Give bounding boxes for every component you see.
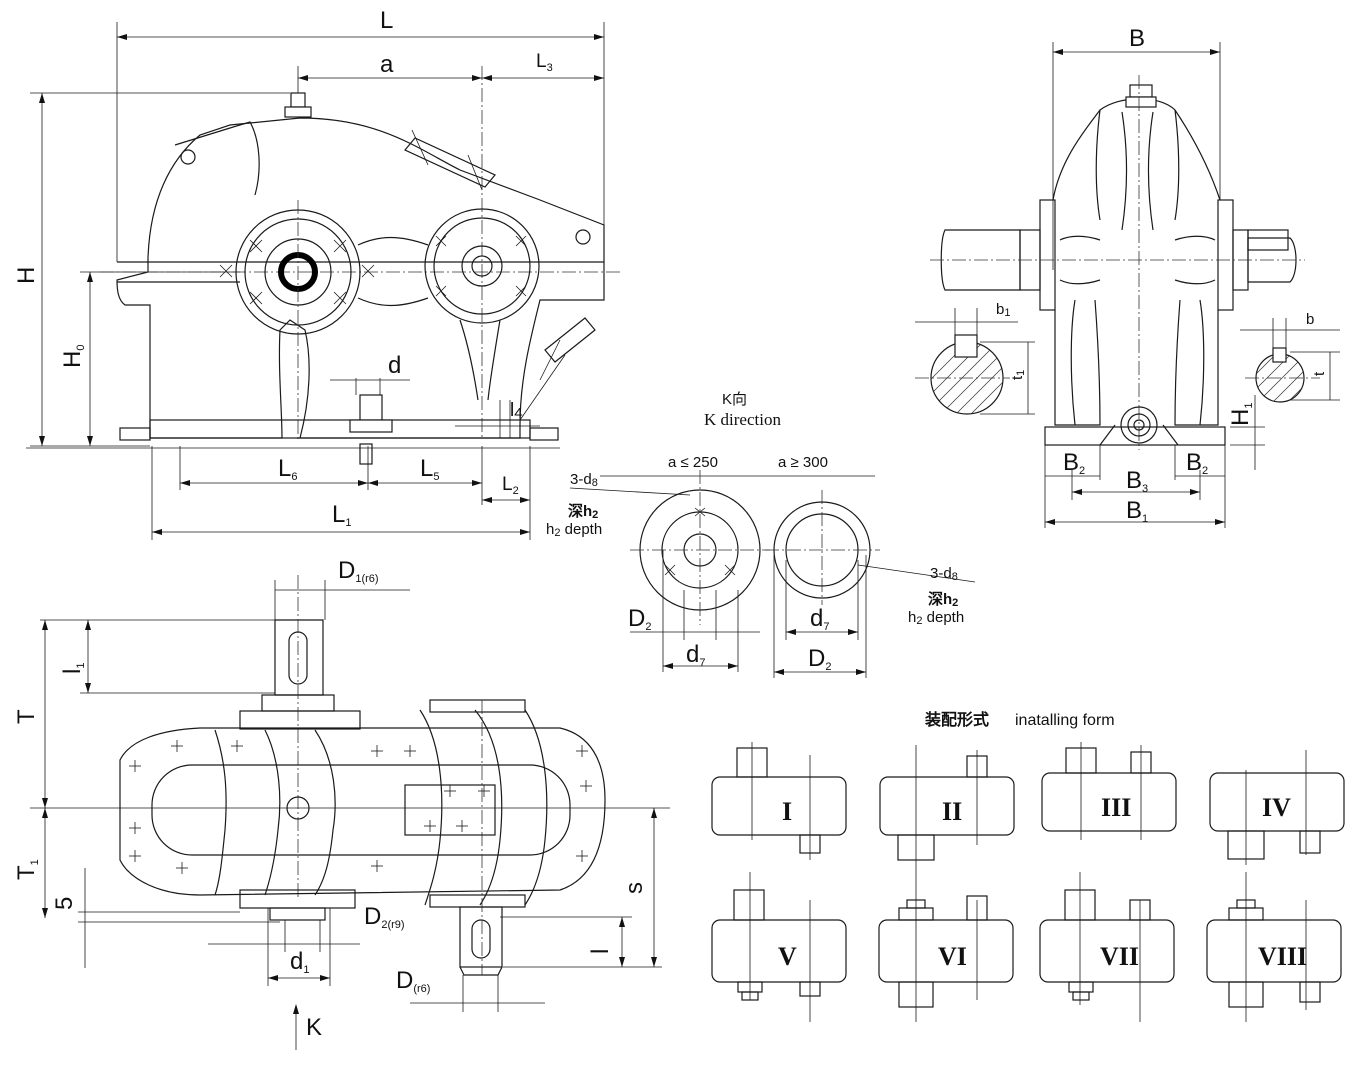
form-II: II <box>879 745 1015 865</box>
label-left-depth-cn: 深h2 <box>568 502 598 521</box>
label-right-depth-cn: 深h2 <box>928 590 958 609</box>
label-K: K <box>306 1014 322 1041</box>
form-VIII: VIII <box>1206 872 1342 1022</box>
label-L: L <box>380 7 393 34</box>
label-d: d <box>388 352 401 379</box>
installing-forms-heading-en: inatalling form <box>1015 712 1115 729</box>
front-view: L a L3 H H0 d l4 L6 L5 L2 L1 <box>13 7 620 540</box>
label-D1: D1(r6) <box>338 557 379 585</box>
k-direction-title-cn: K向 <box>722 391 747 408</box>
label-L3: L3 <box>536 51 553 74</box>
label-L5: L5 <box>420 455 439 483</box>
top-view: D1(r6) l1 T T1 5 D2(r9) d1 s l D(r6) K <box>13 557 670 1050</box>
label-L2: L2 <box>502 474 519 497</box>
form-label-I: I <box>782 797 792 826</box>
form-label-VII: VII <box>1100 942 1139 971</box>
case-a-le-250: a ≤ 250 <box>668 454 718 471</box>
form-label-II: II <box>942 797 962 826</box>
label-right-depth-en: h2 depth <box>908 609 964 627</box>
label-l1: l1 <box>59 663 87 674</box>
label-d1: d1 <box>290 948 309 976</box>
label-D-r6: D(r6) <box>396 967 430 995</box>
label-a: a <box>380 51 394 78</box>
label-d7-right: d7 <box>810 605 829 633</box>
label-l4: l4 <box>510 400 523 422</box>
label-B3: B3 <box>1126 467 1148 495</box>
form-label-III: III <box>1101 793 1131 822</box>
label-s: s <box>621 882 648 894</box>
installing-forms-heading-cn: 装配形式 <box>924 710 989 729</box>
label-B2-right: B2 <box>1186 449 1208 477</box>
k-direction-view: K向 K direction a ≤ 250 a ≥ 300 <box>546 391 976 678</box>
form-label-VI: VI <box>938 942 967 971</box>
label-D2-right: D2 <box>808 645 831 673</box>
label-left-holes: 3-d8 <box>570 471 598 489</box>
label-d7-left: d7 <box>686 641 705 669</box>
label-D2r9: D2(r9) <box>364 903 405 931</box>
case-a-ge-300: a ≥ 300 <box>778 454 828 471</box>
form-III: III <box>1041 742 1177 840</box>
form-V: V <box>711 872 847 1022</box>
label-L6: L6 <box>278 455 297 483</box>
label-T: T <box>13 709 40 724</box>
form-I: I <box>711 742 847 860</box>
label-H0: H0 <box>59 345 87 368</box>
label-left-depth-en: h2 depth <box>546 521 602 539</box>
label-B1: B1 <box>1126 497 1148 525</box>
label-t: t <box>1311 371 1328 376</box>
label-L1: L1 <box>332 501 351 529</box>
form-IV: IV <box>1209 750 1345 865</box>
form-VI: VI <box>878 865 1014 1022</box>
label-t1: t1 <box>1009 370 1027 380</box>
label-D2-left: D2 <box>628 605 651 633</box>
label-T1: T1 <box>13 859 41 880</box>
label-B2-left: B2 <box>1063 449 1085 477</box>
form-label-IV: IV <box>1262 793 1291 822</box>
installing-forms: 装配形式 inatalling form I II III <box>711 710 1345 1022</box>
label-H1: H1 <box>1227 403 1255 426</box>
label-H: H <box>13 267 40 284</box>
label-b1: b1 <box>996 301 1010 319</box>
form-label-V: V <box>778 942 797 971</box>
side-view: B b1 b t1 t H1 B2 B2 B3 B1 <box>915 25 1340 528</box>
label-5: 5 <box>51 897 78 910</box>
label-b: b <box>1306 311 1314 328</box>
label-B: B <box>1129 25 1145 52</box>
form-label-VIII: VIII <box>1258 942 1307 971</box>
label-right-holes: 3-d8 <box>930 565 958 583</box>
form-VII: VII <box>1039 872 1175 1022</box>
label-l: l <box>587 949 614 954</box>
k-direction-title-en: K direction <box>704 410 781 429</box>
